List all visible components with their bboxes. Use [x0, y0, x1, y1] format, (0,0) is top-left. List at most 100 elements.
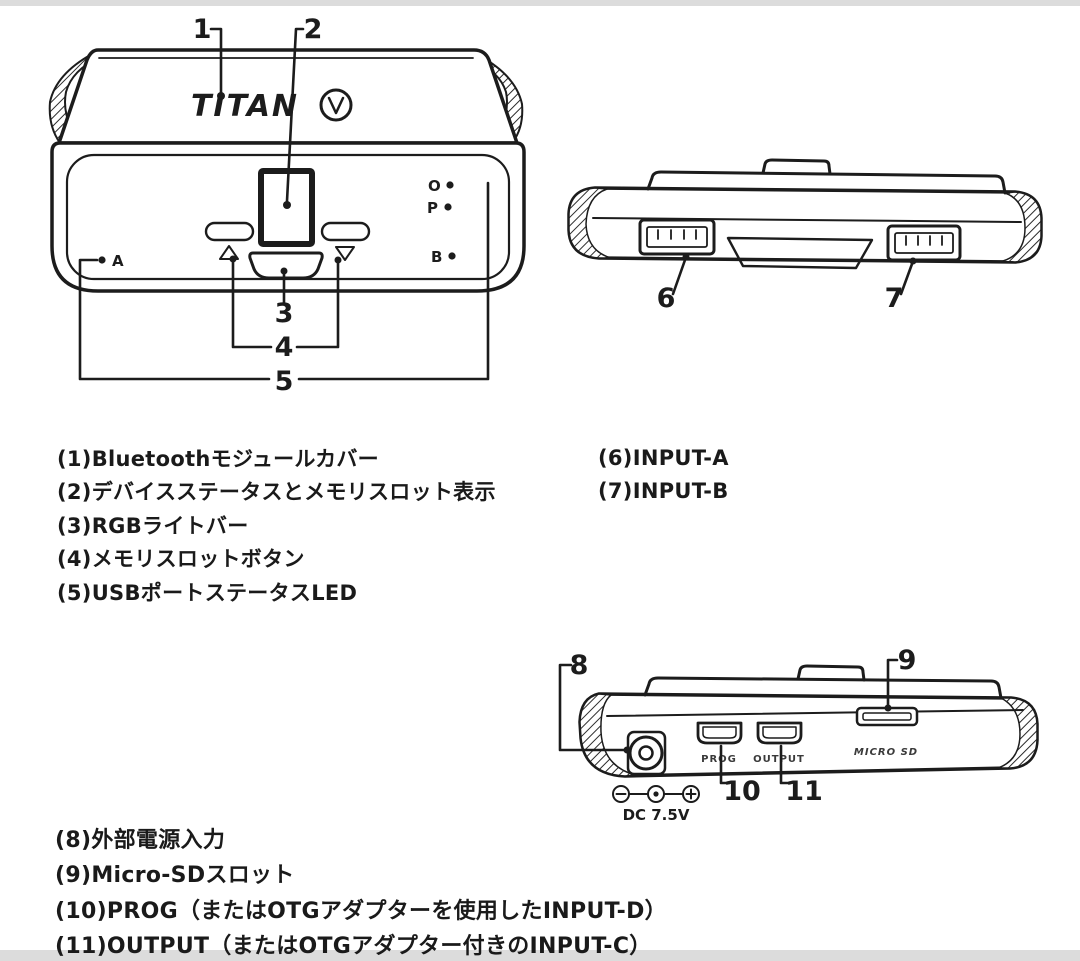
- bottom-left-grip-hatch: [579, 693, 636, 777]
- led-b-dot: [448, 252, 456, 260]
- titan-logo-text: TITAN: [191, 89, 299, 124]
- polarity-center-dot: [653, 791, 659, 797]
- bottom-top-lip: [643, 676, 1003, 700]
- legend-item-5: (5)USBポートステータスLED: [57, 580, 358, 605]
- rear-left-grip-hatch: [568, 187, 612, 259]
- callout-5-line-right: [297, 181, 490, 381]
- callout-6-number: 6: [657, 283, 676, 314]
- output-port: [756, 721, 803, 745]
- callout-9-line: [886, 658, 899, 707]
- legend-top-left: (1)Bluetoothモジュールカバー (2)デバイスステータスとメモリスロッ…: [57, 441, 496, 609]
- callout-3-dot: [280, 267, 288, 275]
- legend-item-3: (3)RGBライトバー: [57, 513, 249, 538]
- legend-item-10: (10)PROG（またはOTGアダプターを使用したINPUT-D）: [55, 898, 667, 924]
- led-b-label: B: [431, 248, 442, 266]
- callout-4-dot-right: [334, 256, 342, 264]
- legend-item-2: (2)デバイスステータスとメモリスロット表示: [57, 480, 496, 505]
- microsd-label: MICRO SD: [854, 747, 918, 758]
- input-a-port-outer: [638, 218, 716, 256]
- titan-emblem-v-icon: [327, 96, 345, 115]
- down-triangle-icon: [335, 246, 355, 261]
- callout-9-number: 9: [898, 645, 917, 676]
- rear-right-grip-hatch: [1002, 191, 1042, 263]
- bottom-top-tab: [796, 664, 866, 682]
- callout-8-number: 8: [570, 650, 589, 681]
- legend-item-11: (11)OUTPUT（またはOTGアダプター付きのINPUT-C）: [55, 934, 652, 960]
- front-callout-lines: 1 2 3 4 5: [78, 14, 490, 397]
- titan-logo: TITAN: [191, 88, 353, 124]
- led-o-label: O: [428, 177, 441, 195]
- polarity-plus-sign: [685, 788, 697, 800]
- output-port-inner: [762, 726, 797, 739]
- callout-5-number: 5: [275, 366, 294, 397]
- legend-item-4: (4)メモリスロットボタン: [57, 547, 305, 572]
- input-b-port: [886, 224, 962, 262]
- titan-emblem-icon: [319, 88, 353, 122]
- up-triangle-icon: [219, 245, 239, 260]
- memory-slot-button-up: [204, 221, 255, 242]
- memory-slot-button-down: [320, 221, 371, 242]
- center-stand-notch: [726, 236, 874, 270]
- callout-4-number: 4: [275, 332, 294, 363]
- rgb-lightbar: [248, 251, 324, 280]
- callout-6-line: [671, 258, 687, 296]
- bottom-callout-lines: 8 9 10 11: [558, 645, 917, 807]
- callout-7-number: 7: [885, 283, 904, 314]
- callout-4-dot-left: [229, 255, 237, 263]
- output-port-outer: [756, 721, 803, 745]
- legend-top-right: (6)INPUT-A (7)INPUT-B: [598, 441, 729, 508]
- callout-7-line: [899, 262, 914, 296]
- callout-11-line: [779, 744, 792, 785]
- callout-8-line: [558, 663, 627, 752]
- bottom-seam-line: [606, 709, 1024, 717]
- legend-item-8: (8)外部電源入力: [55, 827, 226, 853]
- callout-7-dot: [909, 257, 917, 265]
- led-p-dot: [444, 203, 452, 211]
- callout-5-line-left: [78, 258, 271, 381]
- callout-2-dot: [283, 201, 291, 209]
- callout-10-line: [719, 744, 731, 785]
- usb-status-leds: A O P B: [98, 177, 456, 270]
- callout-1-line: [209, 27, 223, 94]
- input-b-port-inner: [894, 232, 954, 254]
- dc-voltage-label: DC 7.5V: [623, 806, 690, 824]
- output-port-label: OUTPUT: [753, 754, 805, 765]
- bottom-view-diagram: PROG OUTPUT MICRO SD DC 7.5V: [558, 645, 1039, 824]
- dc-jack-barrel: [628, 735, 664, 771]
- callout-4-line-right: [295, 261, 340, 349]
- input-b-port-contacts: [905, 235, 943, 246]
- callout-9-dot: [884, 704, 892, 712]
- dc-jack-pin: [638, 745, 654, 761]
- dc-jack: [626, 730, 667, 776]
- input-b-port-outer: [886, 224, 962, 262]
- legend-item-6: (6)INPUT-A: [598, 445, 729, 470]
- callout-11-number: 11: [785, 776, 823, 807]
- legend-item-1: (1)Bluetoothモジュールカバー: [57, 446, 379, 471]
- microsd-slot-inner: [862, 712, 912, 721]
- front-view-diagram: TITAN A O P B: [48, 14, 526, 397]
- rear-view-diagram: 6 7: [567, 158, 1043, 314]
- input-a-port: [638, 218, 716, 256]
- input-a-port-contacts: [657, 229, 697, 240]
- prog-port-outer: [696, 721, 743, 745]
- callout-1-number: 1: [193, 14, 212, 45]
- legend-item-9: (9)Micro-SDスロット: [55, 863, 295, 889]
- prog-port-inner: [702, 726, 737, 739]
- top-edge-strip: [0, 0, 1080, 6]
- led-p-label: P: [427, 199, 438, 217]
- prog-port-label: PROG: [701, 754, 737, 765]
- legend-bottom: (8)外部電源入力 (9)Micro-SDスロット (10)PROG（またはOT…: [55, 820, 667, 961]
- dc-polarity-symbol-icon: [612, 785, 700, 803]
- callout-10-number: 10: [723, 776, 761, 807]
- bottom-edge-strip: [0, 950, 1080, 961]
- callout-6-dot: [682, 253, 690, 261]
- led-o-dot: [446, 181, 454, 189]
- bottom-right-grip-hatch: [997, 697, 1038, 769]
- rear-top-lip: [646, 170, 1007, 195]
- callout-2-line: [285, 27, 305, 203]
- input-a-port-inner: [646, 226, 708, 248]
- legend-item-7: (7)INPUT-B: [598, 479, 729, 504]
- callout-1-dot: [217, 92, 225, 100]
- rear-callout-lines: 6 7: [657, 253, 917, 314]
